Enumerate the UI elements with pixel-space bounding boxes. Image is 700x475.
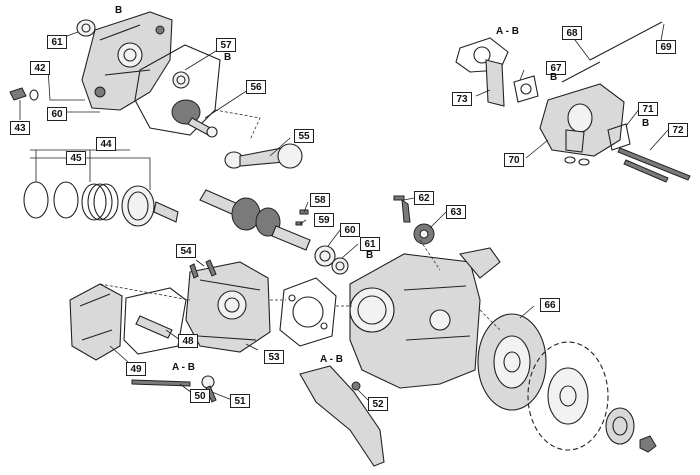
dipstick-43 [9, 87, 39, 101]
seal-60b [314, 245, 336, 267]
callout-43: 43 [10, 121, 30, 135]
alignment-dashed-lines [99, 109, 501, 331]
callout-51: 51 [230, 394, 250, 408]
piston-rings [23, 181, 119, 221]
callout-55: 55 [294, 129, 314, 143]
gasket-57 [134, 44, 221, 136]
note-a-b: A - B [320, 354, 343, 365]
callout-48: 48 [178, 334, 198, 348]
seal-61a [76, 19, 96, 37]
crankcase-cover [81, 11, 173, 111]
blower-shroud-guard [299, 365, 385, 467]
callout-62: 62 [414, 191, 434, 205]
push-rod-54 [189, 259, 217, 279]
governor-arm-62 [393, 195, 411, 223]
insulator-73 [485, 59, 505, 107]
callout-42: 42 [30, 61, 50, 75]
gasket-71 [607, 123, 631, 151]
callout-49: 49 [126, 362, 146, 376]
throttle-linkage-68 [561, 21, 663, 83]
gasket-67 [513, 75, 539, 103]
connecting-rod [224, 143, 303, 169]
callout-58: 58 [310, 193, 330, 207]
callout-57: 57 [216, 38, 236, 52]
governor-gear-63 [413, 223, 435, 245]
bolt-52 [351, 381, 361, 391]
note-b: B [642, 118, 650, 129]
callout-73: 73 [452, 92, 472, 106]
key-59 [295, 221, 303, 226]
seal-61b [331, 257, 349, 275]
head-gasket [279, 277, 337, 347]
callout-44: 44 [96, 137, 116, 151]
callout-60: 60 [47, 107, 67, 121]
callout-54: 54 [176, 244, 196, 258]
callout-56: 56 [246, 80, 266, 94]
callout-63: 63 [446, 205, 466, 219]
callout-61b: 61 [360, 237, 380, 251]
callout-69: 69 [656, 40, 676, 54]
cooling-fan [527, 341, 609, 451]
breather-tube [135, 315, 173, 339]
crankshaft [199, 189, 311, 251]
o-rings [564, 156, 590, 166]
seal-57 [172, 71, 190, 89]
note-a-b: A - B [172, 362, 195, 373]
camshaft-56 [171, 99, 218, 138]
studs-72 [617, 147, 691, 183]
flywheel [477, 313, 547, 411]
callout-68: 68 [562, 26, 582, 40]
callout-53: 53 [264, 350, 284, 364]
callout-70: 70 [504, 153, 524, 167]
note-b: B [224, 52, 232, 63]
callout-52: 52 [368, 397, 388, 411]
note-b: B [115, 5, 123, 16]
valve-cover [69, 283, 123, 361]
callout-61: 61 [47, 35, 67, 49]
callout-59: 59 [314, 213, 334, 227]
cylinder-block [349, 247, 501, 389]
carburetor [539, 83, 625, 157]
note-b: B [366, 250, 374, 261]
bolt-50 [131, 379, 191, 387]
callout-71: 71 [638, 102, 658, 116]
callout-66: 66 [540, 298, 560, 312]
note-b: B [550, 72, 558, 83]
callout-60b: 60 [340, 223, 360, 237]
piston [121, 185, 179, 227]
starter-cup [605, 407, 635, 445]
note-a-b: A - B [496, 26, 519, 37]
cylinder-head [185, 261, 271, 353]
callout-72: 72 [668, 123, 688, 137]
callout-67: 67 [546, 61, 566, 75]
callout-50: 50 [190, 389, 210, 403]
callout-45: 45 [66, 151, 86, 165]
flywheel-nut [639, 435, 657, 453]
